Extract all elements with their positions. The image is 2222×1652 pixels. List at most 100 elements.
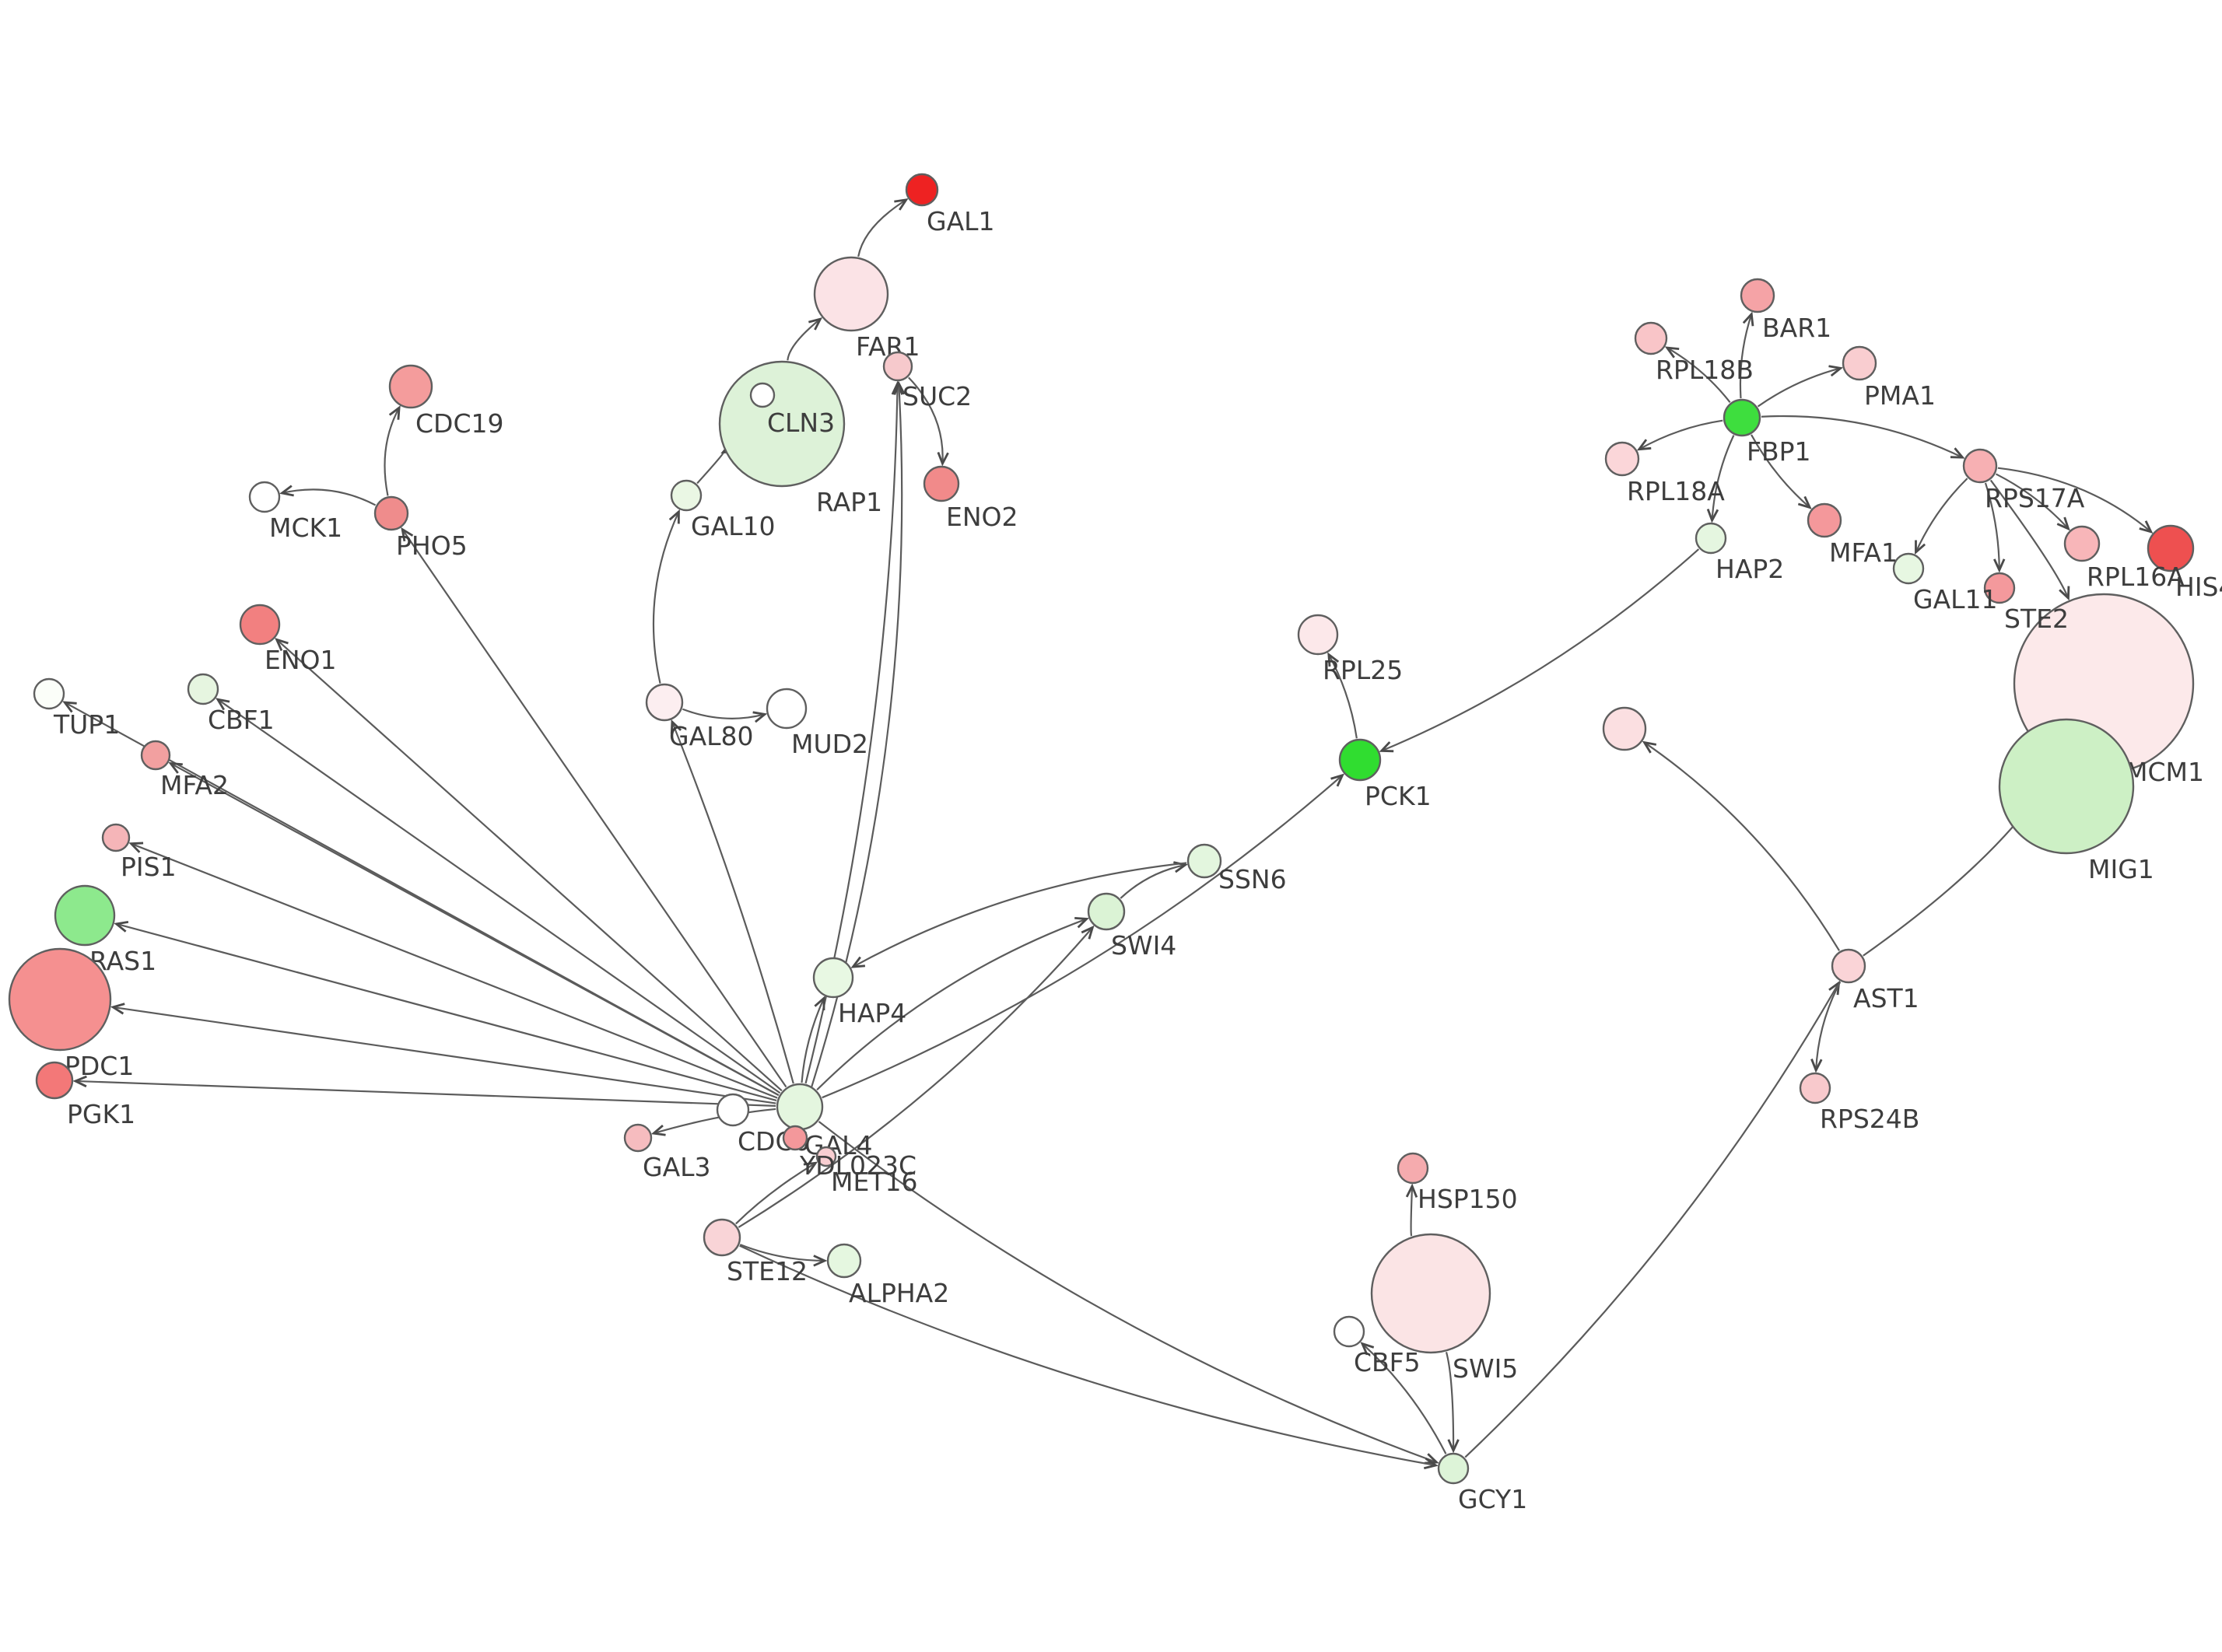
edge-fbp1-rpl18a[interactable] (1639, 419, 1723, 450)
node-gal11[interactable] (1892, 552, 1925, 585)
edge-gal4-pdc1[interactable] (113, 1007, 776, 1104)
node-rps24b[interactable] (1799, 1072, 1831, 1104)
edge-fbp1-pma1[interactable] (1757, 368, 1840, 408)
edge-gal4-ras1[interactable] (117, 924, 777, 1102)
node-pho5[interactable] (373, 495, 409, 531)
node-swi4[interactable] (1087, 892, 1126, 931)
edge-rap1-far1[interactable] (787, 319, 820, 361)
node-ras1[interactable] (54, 884, 116, 947)
node-eno2[interactable] (923, 465, 960, 502)
node-alpha2[interactable] (826, 1243, 862, 1279)
edge-ste12-met16[interactable] (735, 1163, 815, 1225)
node-rpl18b[interactable] (1634, 321, 1668, 355)
node-pgk1[interactable] (35, 1061, 74, 1100)
node-met16[interactable] (815, 1146, 837, 1167)
node-tup1[interactable] (33, 677, 65, 710)
edge-ste12-swi4[interactable] (738, 927, 1092, 1228)
edge-pho5-cdc19[interactable] (384, 408, 399, 496)
edge-fbp1-mfa1[interactable] (1751, 434, 1810, 508)
node-rpl18a[interactable] (1604, 441, 1640, 477)
edge-pck1-rpl25[interactable] (1329, 654, 1358, 739)
edge-fbp1-rpl18b[interactable] (1667, 348, 1731, 403)
node-eno1[interactable] (239, 604, 281, 646)
edge-gal4-pho5[interactable] (402, 530, 787, 1088)
node-mud2[interactable] (766, 688, 808, 730)
node-gal1[interactable] (905, 173, 939, 207)
edge-rps17a-his4[interactable] (1997, 467, 2151, 532)
edge-suc2-eno2[interactable] (908, 376, 943, 464)
edge-gal4-mfa2[interactable] (170, 764, 780, 1097)
edge-fbp1-rps17a[interactable] (1761, 415, 1963, 457)
node-rpl25[interactable] (1297, 614, 1339, 656)
edge-fbp1-hap2[interactable] (1712, 435, 1735, 520)
node-hap2[interactable] (1695, 522, 1727, 555)
edge-gal4-eno1[interactable] (277, 639, 783, 1092)
edge-gal4-pgk1[interactable] (75, 1081, 776, 1107)
edge-gal4-hap4[interactable] (801, 998, 824, 1083)
node-pdc1[interactable] (8, 947, 112, 1052)
edge-hap2-pck1[interactable] (1382, 548, 1700, 751)
edge-ste12-gcy1[interactable] (739, 1244, 1436, 1465)
node-gal4[interactable] (776, 1083, 824, 1131)
node-mfa2[interactable] (140, 740, 171, 771)
edge-gal80-gal10[interactable] (652, 512, 678, 684)
node-gcy1[interactable] (1437, 1452, 1470, 1485)
edge-fbp1-bar1[interactable] (1739, 314, 1751, 399)
edge-ste12-alpha2[interactable] (739, 1244, 825, 1261)
edge-ydl023c-suc2[interactable] (798, 383, 902, 1126)
edge-swi5-hsp150[interactable] (1411, 1186, 1412, 1237)
edge-gcy1-ast1[interactable] (1464, 983, 1838, 1458)
edge-gcy1-cbf5[interactable] (1362, 1344, 1447, 1454)
node-far1[interactable] (813, 256, 889, 332)
edge-ast1-rps24b[interactable] (1816, 981, 1842, 1070)
node-rpl16a[interactable] (2063, 525, 2101, 562)
node-his4[interactable] (2147, 524, 2195, 572)
edge-swi5-gcy1[interactable] (1445, 1352, 1453, 1451)
node-pis1[interactable] (101, 823, 131, 852)
node-cdc6[interactable] (716, 1093, 750, 1127)
node-gal10[interactable] (670, 479, 703, 512)
edge-rps17a-rpl16a[interactable] (1995, 473, 2068, 528)
node-ssn6[interactable] (1186, 843, 1222, 879)
node-hsp150[interactable] (1397, 1152, 1429, 1185)
node-ste2[interactable] (1983, 572, 2016, 604)
node-rps17a[interactable] (1962, 448, 1998, 484)
node-ast1[interactable] (1831, 948, 1866, 984)
node-cdc19[interactable] (388, 364, 433, 409)
node-gal3[interactable] (623, 1123, 653, 1153)
node-pma1[interactable] (1842, 345, 1877, 381)
edge-gal4-gcy1[interactable] (818, 1121, 1436, 1462)
edge-ssn6-hap4[interactable] (853, 862, 1187, 967)
node-ste12[interactable] (703, 1218, 741, 1257)
node-fbp1[interactable] (1723, 398, 1761, 437)
node-bar1[interactable] (1740, 278, 1775, 313)
node-suc2[interactable] (882, 351, 913, 382)
edge-gal80-mud2[interactable] (682, 708, 765, 719)
edge-gal4-pck1[interactable] (822, 775, 1343, 1099)
edge-gal4-swi4[interactable] (816, 919, 1087, 1091)
node-mig1[interactable] (1998, 718, 2135, 855)
node-cln3[interactable] (749, 382, 776, 408)
node-ydl023c[interactable] (782, 1125, 808, 1151)
edge-gal4-gal80[interactable] (672, 722, 794, 1084)
edge-gal4-pis1[interactable] (131, 844, 778, 1099)
node-cbf5[interactable] (1333, 1315, 1365, 1348)
node-swi5[interactable] (1370, 1233, 1491, 1354)
node-hap4[interactable] (812, 957, 854, 999)
edge-gal4-cbf1[interactable] (218, 699, 781, 1094)
node-pck1[interactable] (1338, 738, 1382, 782)
edge-swi4-ssn6[interactable] (1120, 865, 1185, 899)
edge-gal4-gal3[interactable] (654, 1108, 776, 1133)
edge-far1-gal1[interactable] (857, 200, 906, 257)
edge-ast1-n1[interactable] (1645, 743, 1841, 951)
edge-pho5-mck1[interactable] (282, 489, 377, 506)
edge-rps17a-ste2[interactable] (1984, 482, 1999, 570)
edge-rps17a-mcm1[interactable] (1989, 479, 2069, 598)
node-gal80[interactable] (645, 683, 684, 722)
edge-gal10-rap1[interactable] (696, 452, 724, 485)
node-cbf1[interactable] (187, 673, 219, 705)
node-mck1[interactable] (248, 481, 281, 513)
node-n1[interactable] (1602, 706, 1647, 751)
node-mfa1[interactable] (1807, 502, 1842, 538)
